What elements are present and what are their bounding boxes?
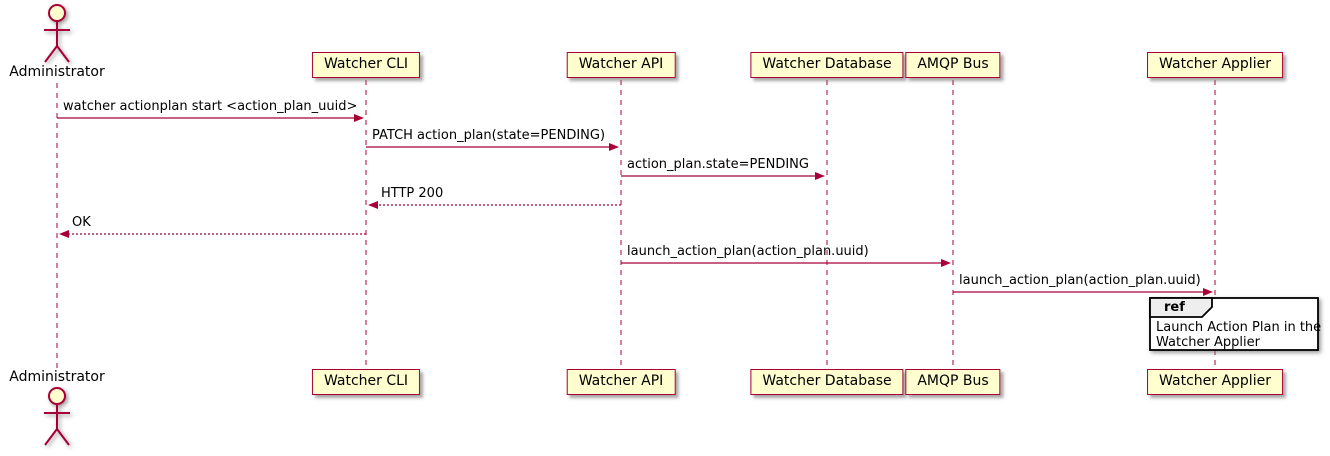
actor-figure-admin-bottom [44,387,70,446]
message-arrow-6 [953,288,1213,296]
message-arrow-0 [57,114,364,122]
ref-box [1149,297,1319,351]
message-arrow-2 [621,172,825,180]
ref-tab [1149,297,1213,318]
message-arrow-4 [59,230,366,238]
message-arrow-3 [368,201,621,209]
actor-figure-admin-top [44,4,70,63]
message-arrow-5 [621,259,951,267]
message-arrow-1 [366,143,619,151]
